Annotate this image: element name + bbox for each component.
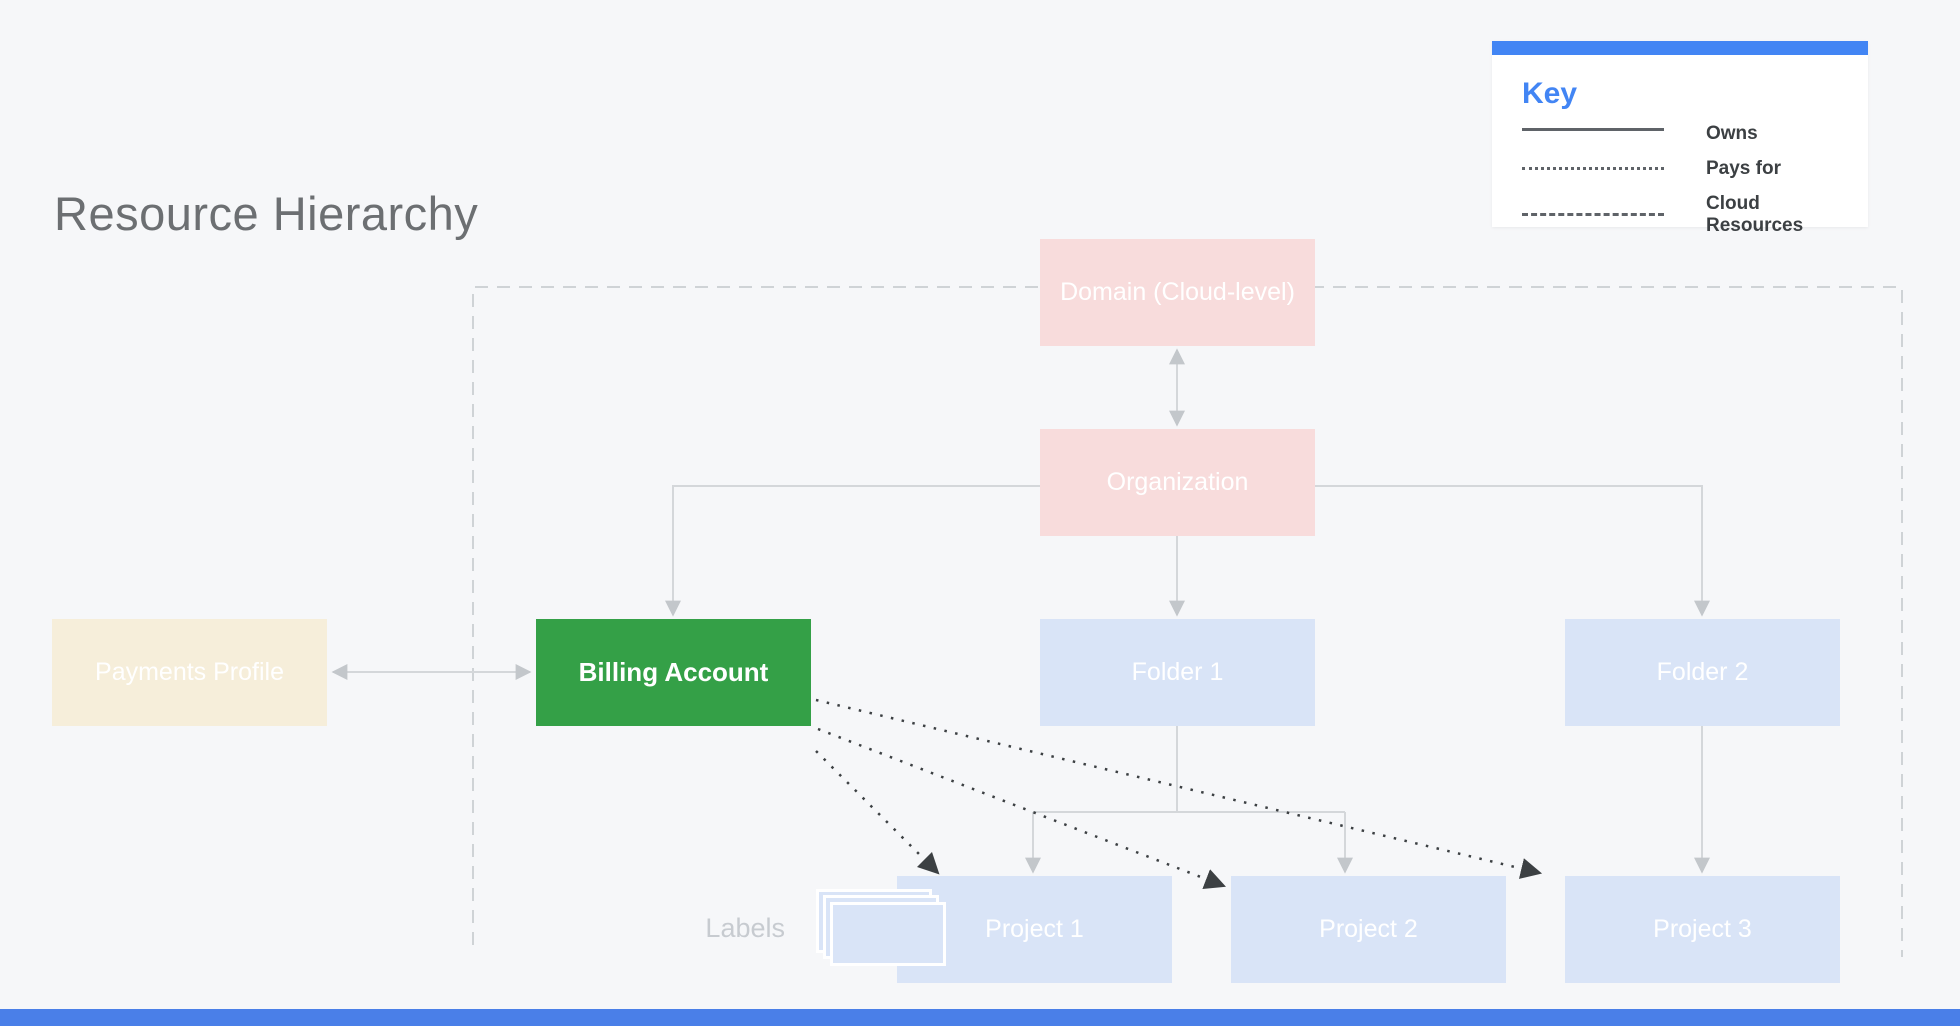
node-project-2: Project 2 [1231,876,1506,983]
pays-for-billing-project2 [817,727,1226,890]
node-folder-2: Folder 2 [1565,619,1840,726]
node-payments-profile-label: Payments Profile [95,657,284,686]
node-project-1-label: Project 1 [985,914,1084,943]
owns-label: Owns [1706,123,1758,144]
node-billing-account-label: Billing Account [578,657,769,688]
key-row-cloud-resources: Cloud Resources [1522,193,1852,237]
key-panel: Key Owns Pays for Cloud Resources [1492,41,1868,236]
node-organization-label: Organization [1106,467,1249,496]
owns-line-sample [1522,128,1664,132]
cloud-resources-label: Cloud Resources [1706,192,1804,236]
connector-organization-folder2 [1315,485,1710,617]
pays-for-billing-project1 [815,750,940,875]
node-billing-account: Billing Account [536,619,811,726]
key-rows: Owns Pays for Cloud Resources [1522,123,1852,249]
pays-for-line-sample [1522,167,1664,171]
labels-stack-icon [816,889,951,973]
node-project-3-label: Project 3 [1653,914,1752,943]
node-folder-1: Folder 1 [1040,619,1315,726]
node-project-3: Project 3 [1565,876,1840,983]
key-heading: Key [1522,77,1578,110]
key-row-pays-for: Pays for [1522,158,1852,180]
labels-annotation: Labels [705,913,785,943]
label-card-front [830,902,946,966]
key-accent-bar [1492,41,1868,55]
node-organization: Organization [1040,429,1315,536]
pays-for-label: Pays for [1706,157,1781,179]
cloud-resources-line-sample [1522,213,1664,217]
bottom-accent-bar [0,1009,1960,1026]
node-folder-1-label: Folder 1 [1131,657,1224,686]
connector-organization-billing [665,485,1040,617]
node-domain-label: Domain (Cloud-level) [1060,277,1295,306]
node-payments-profile: Payments Profile [52,619,327,726]
page-title: Resource Hierarchy [54,187,479,240]
node-project-2-label: Project 2 [1319,914,1418,943]
node-folder-2-label: Folder 2 [1656,657,1749,686]
key-row-owns: Owns [1522,123,1852,145]
connector-folder1-tee [1033,726,1345,813]
node-domain: Domain (Cloud-level) [1040,239,1315,346]
